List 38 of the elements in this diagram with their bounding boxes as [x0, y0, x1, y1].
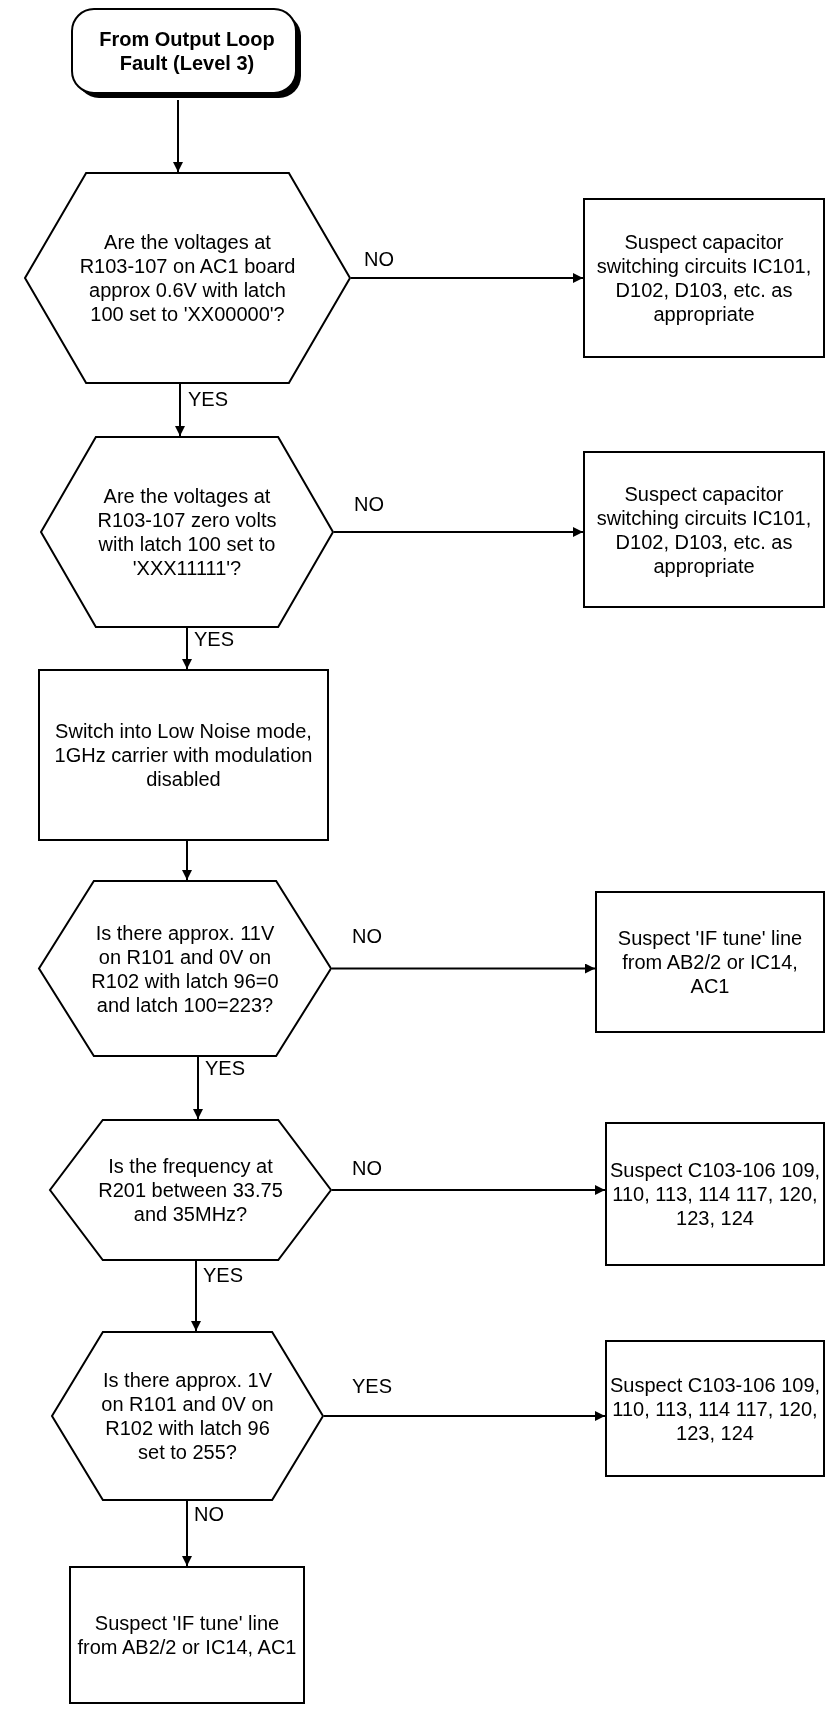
arrow — [323, 1411, 606, 1421]
arrow — [350, 273, 584, 283]
decision-hexagon — [24, 172, 351, 384]
decision-hexagon — [38, 880, 332, 1057]
process-box — [583, 198, 825, 358]
node-text: Is the frequency at R201 between 33.75 and 35MHz? — [97, 1154, 284, 1226]
node-text: Switch into Low Noise mode, 1GHz carrier with modulation disabled — [53, 719, 314, 791]
node-text: Suspect 'IF tune' line from AB2/2 or IC14, AC1 — [616, 926, 804, 998]
node-text: Suspect C103-106 109, 110, 113, 114 117, 120, 123, 124 — [609, 1372, 821, 1445]
process-box — [69, 1566, 305, 1704]
arrow — [182, 840, 192, 881]
arrow — [193, 1056, 203, 1120]
node-text: Is there approx. 11V on R101 and 0V on R102 with latch 96=0 and latch 100=223? — [90, 920, 280, 1017]
decision-hexagon — [51, 1331, 324, 1501]
process-box — [595, 891, 825, 1033]
arrow — [175, 383, 185, 437]
arrow — [331, 963, 596, 974]
node-text: Suspect 'IF tune' line from AB2/2 or IC14, AC1 — [77, 1611, 297, 1659]
arrow — [173, 99, 183, 173]
arrow — [331, 1185, 606, 1195]
process-box — [605, 1340, 825, 1477]
node-text: Suspect capacitor switching circuits IC101, D102, D103, etc. as appropriate — [595, 230, 813, 326]
arrow — [191, 1260, 201, 1332]
arrow — [182, 1500, 192, 1567]
arrow — [333, 527, 584, 537]
decision-hexagon — [40, 436, 334, 628]
node-text: Suspect capacitor switching circuits IC101, D102, D103, etc. as appropriate — [595, 481, 813, 578]
arrow — [182, 627, 192, 670]
node-text: From Output Loop Fault (Level 3) — [98, 27, 276, 75]
process-box — [605, 1122, 825, 1266]
node-text: Is there approx. 1V on R101 and 0V on R102 with latch 96 set to 255? — [100, 1368, 275, 1464]
node-text: Are the voltages at R103-107 zero volts with latch 100 set to 'XXX11111'? — [96, 484, 278, 580]
node-text: Suspect C103-106 109, 110, 113, 114 117, 120, 123, 124 — [609, 1158, 821, 1230]
start-terminator — [71, 8, 303, 100]
process-box — [38, 669, 329, 841]
node-text: Are the voltages at R103-107 on AC1 board approx 0.6V with latch 100 set to 'XX00000'? — [79, 230, 296, 326]
decision-hexagon — [49, 1119, 332, 1261]
process-box — [583, 451, 825, 608]
